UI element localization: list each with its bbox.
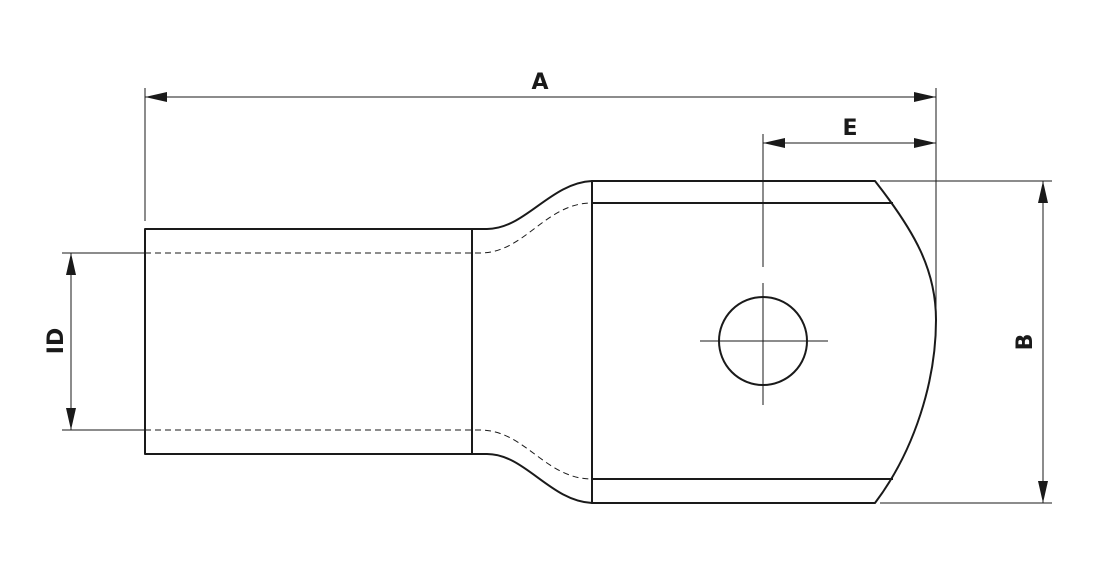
extension-lines [62,88,1052,504]
label-id: ID [44,328,69,354]
bore-bottom-hidden [145,429,593,480]
hidden-lines [145,202,593,480]
bore-top-hidden [145,202,593,254]
label-a: A [531,70,548,95]
palm [591,180,937,504]
label-e: E [842,116,857,141]
neck-bottom [472,453,593,504]
neck-top [472,180,593,230]
barrel [144,228,473,455]
label-b: B [1013,334,1038,351]
center-mark [700,283,828,405]
lug-outline [144,180,937,504]
dimension-lines [66,92,1048,503]
